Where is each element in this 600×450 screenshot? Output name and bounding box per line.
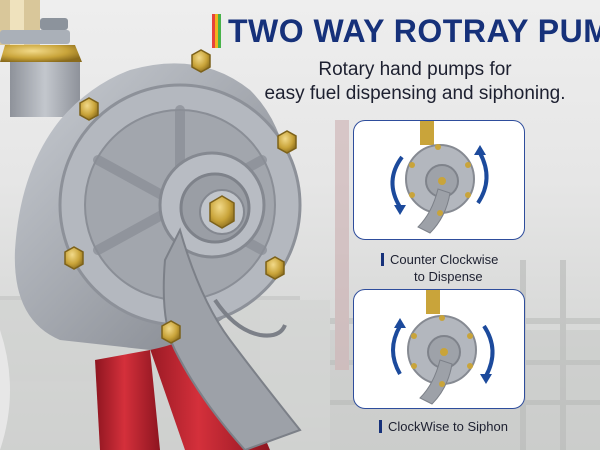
siphon-mode-card [353,289,525,409]
page-title: TWO WAY ROTRAY PUMP [228,13,600,49]
title-accent-bars [212,14,222,48]
dispense-mode-card [353,120,525,240]
subtitle-line-1: Rotary hand pumps for [318,59,512,80]
dispense-caption-line-1: Counter Clockwise [390,252,499,267]
subtitle-line-2: easy fuel dispensing and siphoning. [264,83,566,104]
siphon-caption: ClockWise to Siphon [379,418,508,435]
dispense-caption-line-2: to Dispense [414,269,483,284]
cw-arrow-icon [391,324,402,376]
bolts [64,49,297,344]
clockwise-pump-diagram [391,290,495,405]
pump-handle [162,189,302,450]
dispense-caption: Counter Clockwise to Dispense [381,251,498,285]
hose-fitting [0,0,82,117]
counter-clockwise-pump-diagram [390,121,489,234]
ccw-arrow-icon [390,155,404,209]
siphon-caption-text: ClockWise to Siphon [388,419,508,434]
subtitle: Rotary hand pumps for easy fuel dispensi… [250,58,580,106]
